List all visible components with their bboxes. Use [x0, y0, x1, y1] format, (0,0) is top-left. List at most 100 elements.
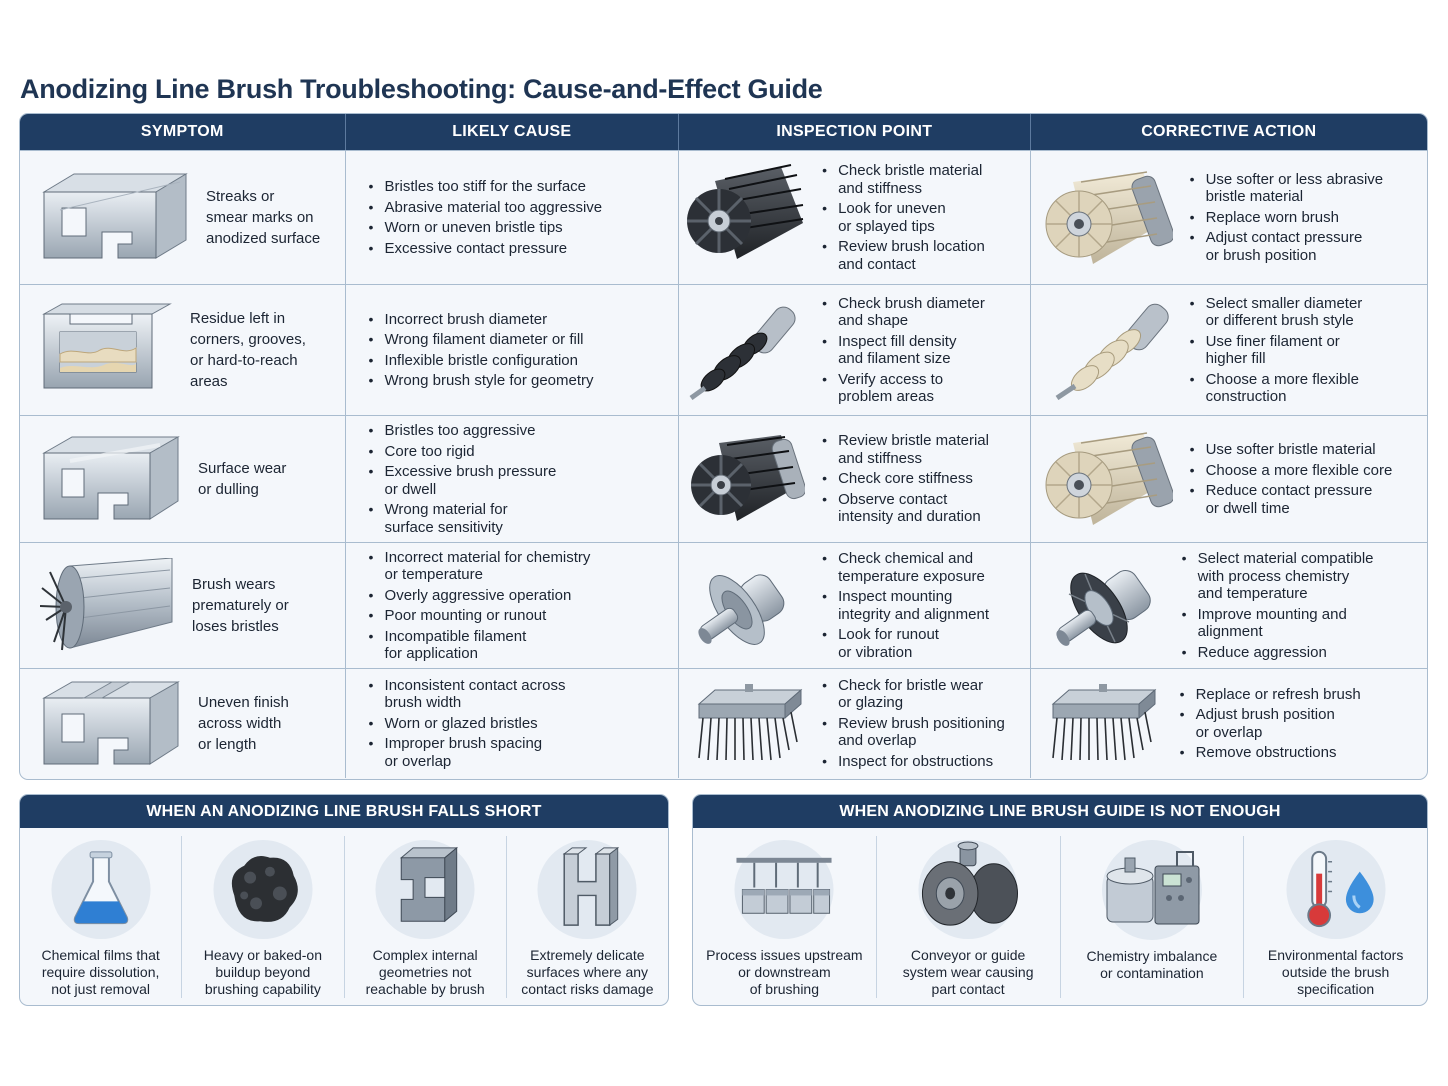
- symptom-cell: Brush wears prematurely or loses bristle…: [20, 543, 346, 668]
- action-cell: Replace or refresh brush Adjust brush po…: [1031, 669, 1427, 778]
- cause-item: Wrong brush style for geometry: [368, 372, 594, 390]
- worn-brush-icon: [40, 557, 173, 650]
- limitation-caption: Complex internal geometries not reachabl…: [365, 947, 485, 997]
- external-factor-caption: Chemistry imbalance or contamination: [1086, 948, 1218, 981]
- delicate-part-icon: [537, 839, 637, 940]
- twisted-wire-brush-icon: [689, 306, 796, 400]
- cause-cell: Bristles too aggressive Core too rigid E…: [346, 416, 680, 542]
- external-factor-caption: Conveyor or guide system wear causing pa…: [902, 947, 1034, 997]
- panel-title: WHEN ANODIZING LINE BRUSH GUIDE IS NOT E…: [693, 795, 1427, 828]
- troubleshooting-table: SYMPTOM LIKELY CAUSE INSPECTION POINT CO…: [19, 113, 1428, 780]
- panel-title: WHEN AN ANODIZING LINE BRUSH FALLS SHORT: [20, 795, 668, 828]
- inspection-item: Look for runout or vibration: [821, 626, 989, 661]
- fine-filament-brush-icon: [1055, 303, 1169, 400]
- cause-item: Excessive contact pressure: [368, 240, 603, 258]
- cause-item: Inflexible bristle configuration: [368, 352, 594, 370]
- inspection-item: Review brush location and contact: [821, 238, 985, 273]
- strip-brush-icon: [1051, 683, 1156, 760]
- symptom-text: Brush wears prematurely or loses bristle…: [192, 576, 289, 635]
- inspection-item: Check chemical and temperature exposure: [821, 550, 989, 585]
- conveyor-roller-icon: [918, 839, 1019, 940]
- cause-item: Inconsistent contact across brush width: [368, 677, 566, 712]
- limitation-caption: Heavy or baked-on buildup beyond brushin…: [203, 947, 323, 997]
- soft-bristle-brush-icon: [1045, 170, 1173, 264]
- table-header: SYMPTOM LIKELY CAUSE INSPECTION POINT CO…: [20, 114, 1427, 150]
- action-cell: Use softer bristle material Choose a mor…: [1031, 416, 1427, 542]
- cause-item: Wrong filament diameter or fill: [368, 331, 594, 349]
- action-cell: Use softer or less abrasive bristle mate…: [1031, 151, 1427, 284]
- symptom-cell: Streaks or smear marks on anodized surfa…: [20, 151, 346, 284]
- inspection-item: Verify access to problem areas: [821, 371, 985, 406]
- action-item: Reduce aggression: [1181, 644, 1374, 662]
- action-item: Remove obstructions: [1179, 744, 1361, 762]
- table-row: Surface wear or dulling Bristles too agg…: [20, 415, 1427, 542]
- cause-item: Improper brush spacing or overlap: [368, 735, 566, 770]
- cause-item: Worn or uneven bristle tips: [368, 219, 603, 237]
- soft-bristle-brush-icon: [1045, 432, 1173, 525]
- inspection-cell: Check chemical and temperature exposure …: [679, 543, 1031, 668]
- cause-item: Bristles too aggressive: [368, 422, 557, 440]
- cause-cell: Incorrect material for chemistry or temp…: [346, 543, 680, 668]
- action-item: Select smaller diameter or different bru…: [1189, 295, 1363, 330]
- dark-bristle-brush-icon: [687, 163, 804, 259]
- cause-item: Overly aggressive operation: [368, 587, 591, 605]
- inspection-item: Inspect for obstructions: [821, 753, 1005, 771]
- column-header-action: CORRECTIVE ACTION: [1141, 123, 1317, 140]
- thermometer-drop-icon: [1286, 839, 1386, 940]
- inspection-item: Observe contact intensity and duration: [821, 491, 989, 526]
- cause-cell: Bristles too stiff for the surface Abras…: [346, 151, 680, 284]
- cause-item: Incorrect brush diameter: [368, 311, 594, 329]
- symptom-text: Streaks or smear marks on anodized surfa…: [206, 188, 321, 247]
- action-item: Adjust contact pressure or brush positio…: [1189, 229, 1384, 264]
- cause-item: Incorrect material for chemistry or temp…: [368, 549, 591, 584]
- action-item: Choose a more flexible construction: [1189, 371, 1363, 406]
- strip-brush-icon: [697, 683, 803, 760]
- guide-not-enough-panel: WHEN ANODIZING LINE BRUSH GUIDE IS NOT E…: [692, 794, 1428, 1006]
- external-factor-item: Process issues upstream or downstream of…: [693, 836, 877, 998]
- brush-hub-bristles-icon: [1055, 569, 1151, 646]
- tank-line-icon: [734, 839, 834, 940]
- symptom-cell: Surface wear or dulling: [20, 416, 346, 542]
- table-row: Streaks or smear marks on anodized surfa…: [20, 150, 1427, 284]
- external-factor-caption: Process issues upstream or downstream of…: [706, 947, 863, 997]
- action-item: Use softer bristle material: [1189, 441, 1393, 459]
- action-item: Choose a more flexible core: [1189, 462, 1393, 480]
- limitation-caption: Chemical films that require dissolution,…: [41, 947, 160, 997]
- inspection-item: Inspect fill density and filament size: [821, 333, 985, 368]
- symptom-text: Uneven finish across width or length: [198, 694, 289, 753]
- inspection-item: Check core stiffness: [821, 470, 989, 488]
- action-item: Reduce contact pressure or dwell time: [1189, 482, 1393, 517]
- channel-with-residue-icon: [42, 303, 172, 389]
- brush-hub-mount-icon: [698, 573, 785, 645]
- inspection-cell: Check brush diameter and shape Inspect f…: [679, 285, 1031, 415]
- external-factor-item: Chemistry imbalance or contamination: [1061, 836, 1245, 998]
- table-row: Brush wears prematurely or loses bristle…: [20, 542, 1427, 668]
- dark-bristle-brush-icon: [691, 435, 806, 521]
- limitation-caption: Extremely delicate surfaces where any co…: [521, 947, 654, 997]
- external-factor-item: Environmental factors outside the brush …: [1244, 836, 1427, 998]
- action-item: Use softer or less abrasive bristle mate…: [1189, 171, 1384, 206]
- chemistry-tank-icon: [1101, 840, 1202, 940]
- cause-item: Abrasive material too aggressive: [368, 199, 603, 217]
- symptom-cell: Uneven finish across width or length: [20, 669, 346, 778]
- page-title: Anodizing Line Brush Troubleshooting: Ca…: [20, 74, 823, 104]
- action-item: Use finer filament or higher fill: [1189, 333, 1363, 368]
- external-factor-caption: Environmental factors outside the brush …: [1267, 947, 1404, 997]
- cause-item: Bristles too stiff for the surface: [368, 178, 603, 196]
- action-item: Select material compatible with process …: [1181, 550, 1374, 603]
- inspection-item: Review brush positioning and overlap: [821, 715, 1005, 750]
- table-row: Residue left in corners, grooves, or har…: [20, 284, 1427, 415]
- inspection-item: Review bristle material and stiffness: [821, 432, 989, 467]
- extrusion-profile-icon: [42, 680, 180, 765]
- column-header-cause: LIKELY CAUSE: [346, 114, 680, 150]
- symptom-cell: Residue left in corners, grooves, or har…: [20, 285, 346, 415]
- symptom-text: Surface wear or dulling: [198, 460, 287, 498]
- table-row: Uneven finish across width or length Inc…: [20, 668, 1427, 778]
- column-header-symptom: SYMPTOM: [20, 114, 346, 150]
- extrusion-profile-icon: [42, 436, 180, 520]
- limitation-item: Chemical films that require dissolution,…: [20, 836, 183, 998]
- cause-item: Excessive brush pressure or dwell: [368, 463, 557, 498]
- limitation-item: Heavy or baked-on buildup beyond brushin…: [182, 836, 345, 998]
- inspection-cell: Review bristle material and stiffness Ch…: [679, 416, 1031, 542]
- cause-item: Worn or glazed bristles: [368, 715, 566, 733]
